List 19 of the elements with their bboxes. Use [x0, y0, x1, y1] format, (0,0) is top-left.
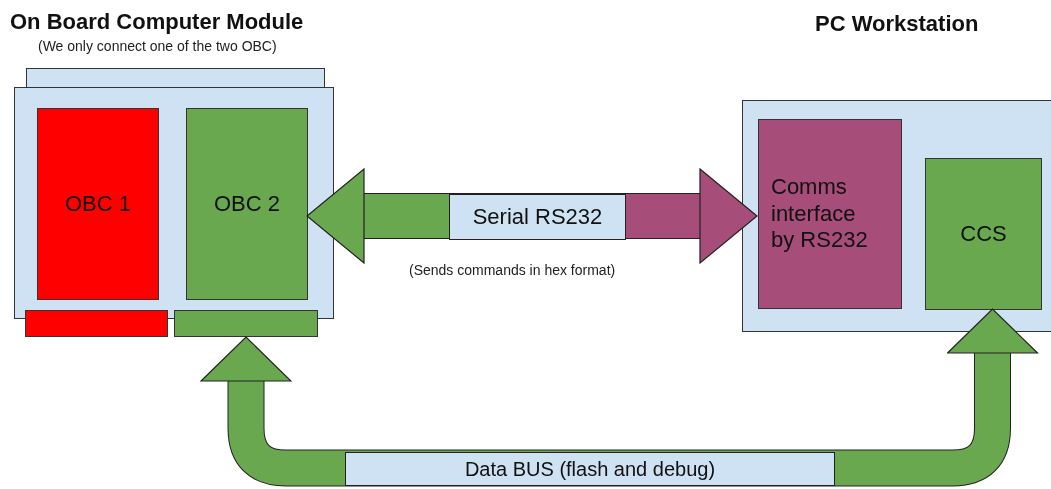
box-label: Comms interface by RS232 — [771, 174, 869, 254]
bar-shape — [26, 68, 325, 88]
module-box — [925, 158, 1042, 310]
bar-shape — [25, 310, 168, 337]
module-box — [758, 119, 902, 309]
section-heading: PC Workstation — [815, 11, 979, 37]
edge-label: Data BUS (flash and debug) — [345, 452, 835, 486]
box-label: CCS — [960, 220, 1007, 248]
box-label: OBC 2 — [214, 190, 280, 218]
container-box — [14, 87, 334, 319]
section-heading: On Board Computer Module — [10, 9, 304, 35]
bar-shape — [174, 310, 318, 337]
module-box — [186, 108, 308, 300]
note-text: (Sends commands in hex format) — [409, 262, 616, 278]
module-box — [37, 108, 159, 300]
container-box — [742, 100, 1051, 332]
section-subheading: (We only connect one of the two OBC) — [38, 38, 277, 54]
box-label: OBC 1 — [65, 190, 131, 218]
edge-label: Serial RS232 — [449, 194, 626, 240]
